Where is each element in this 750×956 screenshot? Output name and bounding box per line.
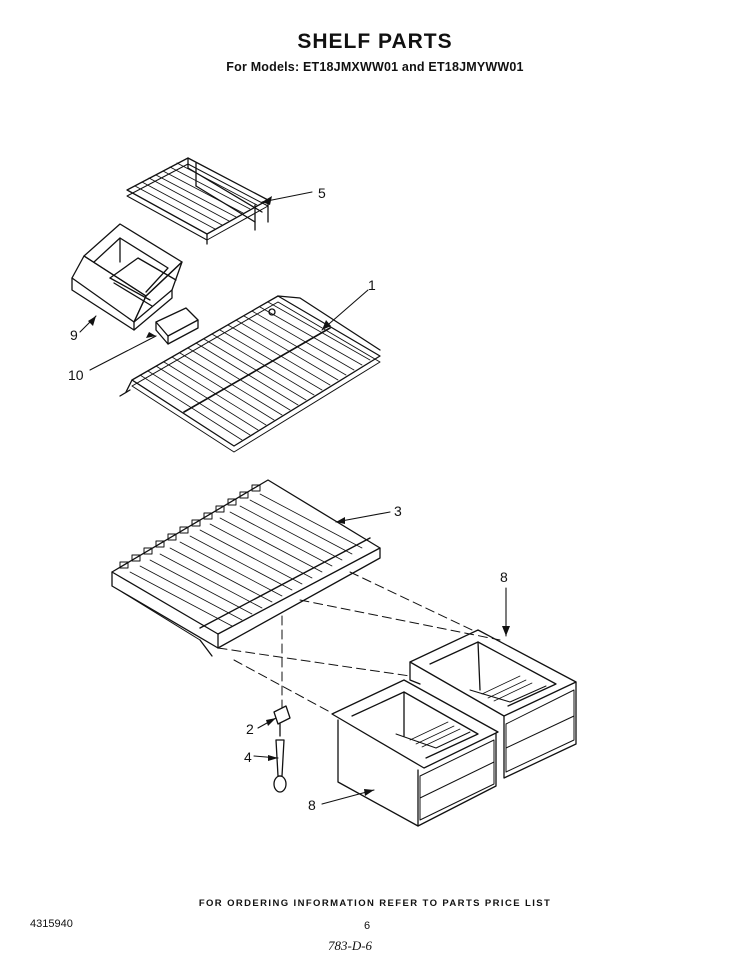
part-9-storage-bin: [71, 223, 183, 331]
part-1-main-wire-shelf: [119, 295, 381, 453]
part-10-shelf-clip: [155, 307, 199, 345]
callout-8-lower: 8: [308, 797, 316, 813]
part-3-crisper-cover-shelf: [111, 479, 381, 657]
callout-4: 4: [244, 749, 252, 765]
page-number: 6: [364, 920, 371, 932]
part-4-control-knob: [273, 739, 287, 793]
callout-5: 5: [318, 185, 326, 201]
alignment-lines: [217, 571, 501, 713]
callout-1: 1: [368, 277, 376, 293]
callout-9: 9: [70, 327, 78, 343]
ordering-info: FOR ORDERING INFORMATION REFER TO PARTS …: [198, 898, 552, 909]
leader-lines: [79, 191, 507, 805]
callout-2: 2: [246, 721, 254, 737]
callout-8-upper: 8: [500, 569, 508, 585]
part-8-crisper-drawer-right: [409, 629, 577, 779]
callout-3: 3: [394, 503, 402, 519]
callout-10: 10: [68, 367, 84, 383]
part-2-control-slide: [273, 705, 291, 737]
part-8-crisper-drawer-left: [331, 679, 499, 827]
document-number: 4315940: [30, 918, 73, 930]
part-5-small-wire-shelf: [126, 157, 269, 245]
model-subtitle: For Models: ET18JMXWW01 and ET18JMYWW01: [226, 60, 524, 74]
page-title: SHELF PARTS: [297, 30, 453, 53]
handwritten-note: 783-D-6: [328, 938, 373, 953]
